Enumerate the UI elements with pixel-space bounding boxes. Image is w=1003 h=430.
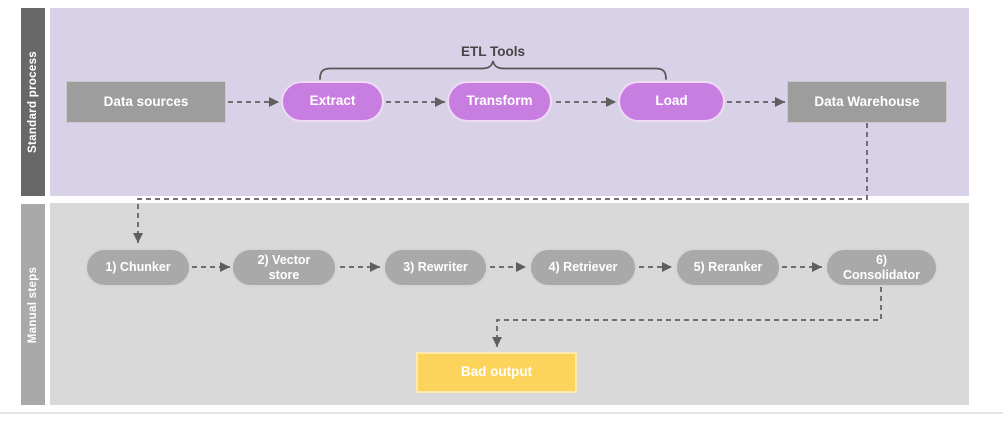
node-bad-output: Bad output: [416, 352, 577, 393]
lane-label-standard-process: Standard process: [21, 8, 45, 196]
node-chunker: 1) Chunker: [85, 248, 191, 287]
node-data-sources: Data sources: [66, 81, 226, 123]
canvas-bottom-divider: [0, 412, 1003, 414]
lane-label-manual-steps-text: Manual steps: [27, 266, 40, 343]
lane-label-standard-process-text: Standard process: [27, 51, 40, 153]
etl-tools-label: ETL Tools: [461, 44, 525, 59]
node-reranker: 5) Reranker: [675, 248, 781, 287]
node-data-warehouse: Data Warehouse: [787, 81, 947, 123]
node-load: Load: [618, 81, 725, 122]
node-consolidator: 6) Consolidator: [825, 248, 938, 287]
node-vector-store: 2) Vector store: [231, 248, 337, 287]
node-extract: Extract: [281, 81, 384, 122]
lane-label-manual-steps: Manual steps: [21, 204, 45, 405]
node-rewriter: 3) Rewriter: [383, 248, 488, 287]
node-transform: Transform: [447, 81, 552, 122]
node-retriever: 4) Retriever: [529, 248, 637, 287]
